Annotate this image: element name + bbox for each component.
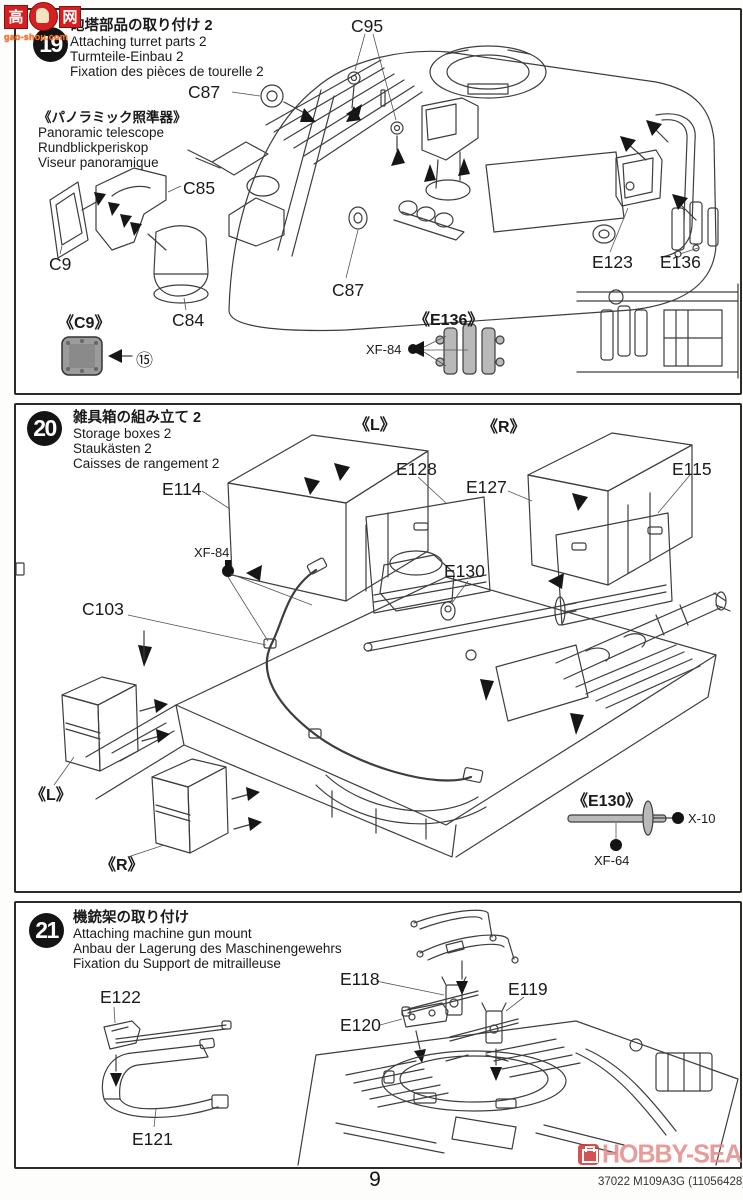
detail-label-e130: 《E130》 [572, 793, 642, 810]
hobbysearch-text: HOBBY-SEARCH [602, 1139, 743, 1169]
paint-label-xf84: XF-84 [194, 545, 230, 560]
paint-label-xf84: XF-84 [366, 342, 402, 357]
storage-box-right [508, 433, 692, 625]
caption-ja: 《パノラミック照準器》 [38, 110, 187, 125]
title-en: Storage boxes 2 [73, 426, 172, 441]
step-20-titles: 雑具箱の組み立て 2 Storage boxes 2 Staukästen 2 … [73, 410, 220, 472]
step-20-panel: 20 雑具箱の組み立て 2 Storage boxes 2 Staukästen… [14, 403, 742, 893]
logo-right-char: 网 [59, 5, 81, 28]
part-label-c84: C84 [172, 310, 205, 330]
turret-drawing [188, 46, 716, 330]
part-label-e127: E127 [466, 477, 507, 497]
hull-deck-drawing [298, 1021, 738, 1165]
part-label-c103: C103 [82, 599, 124, 619]
hull-turret-drawing [86, 551, 730, 857]
label-l-top: 《L》 [354, 417, 396, 434]
title-fr: Caisses de rangement 2 [73, 456, 220, 471]
e121-part [102, 1038, 228, 1127]
caption-en: Panoramic telescope [38, 125, 165, 140]
title-ja: 雑具箱の組み立て 2 [73, 410, 202, 426]
part-label-e136: E136 [660, 252, 701, 272]
c9-c85-c84-parts [50, 168, 208, 310]
title-de: Turmteile-Einbau 2 [70, 49, 184, 64]
detail-label-e136: 《E136》 [414, 312, 484, 329]
e130-paint-detail [568, 801, 684, 851]
part-label-e118: E118 [340, 969, 380, 989]
logo-left-char: 高 [4, 4, 28, 29]
c103-cable [128, 557, 483, 782]
part-label-e120: E120 [340, 1015, 381, 1035]
product-code: 37022 M109A3G (11056428) [598, 1176, 743, 1188]
label-r-top: 《R》 [482, 419, 526, 436]
step-ref-15: ⑮ [136, 351, 153, 370]
c87-parts [232, 85, 367, 278]
step-number-badge: 20 [27, 411, 62, 446]
part-label-e130: E130 [444, 561, 485, 581]
logo-url: gao-shou.com [4, 32, 68, 42]
part-label-c85: C85 [183, 178, 216, 198]
thumb-icon [29, 2, 58, 31]
part-label-e128: E128 [396, 459, 437, 479]
step-21-titles: 機銃架の取り付け Attaching machine gun mount Anb… [73, 910, 342, 972]
part-label-c9: C9 [49, 254, 72, 274]
title-fr: Fixation du Support de mitrailleuse [73, 956, 281, 971]
panoramic-telescope-part [422, 98, 478, 200]
part-label-c95: C95 [351, 16, 384, 36]
mounted-detail-inset [577, 284, 738, 378]
e119-part [450, 997, 524, 1081]
e118-part [376, 961, 478, 1016]
title-de: Anbau der Lagerung des Maschinengewehrs [73, 941, 342, 956]
title-en: Attaching turret parts 2 [70, 34, 207, 49]
part-label-e114: E114 [162, 479, 202, 499]
step21-diagram [16, 903, 740, 1167]
ring-mount [382, 1051, 566, 1111]
c9-paint-detail [62, 337, 132, 375]
hobbysearch-box-icon [578, 1144, 599, 1165]
part-label-c87-top: C87 [188, 82, 221, 102]
part-label-e119: E119 [508, 979, 548, 999]
caption-de: Rundblickperiskop [38, 140, 149, 155]
e122-part [104, 1007, 231, 1087]
title-de: Staukästen 2 [73, 441, 152, 456]
part-label-c87-bottom: C87 [332, 280, 365, 300]
c95-screws [346, 34, 405, 166]
step20-diagram [16, 405, 740, 891]
part-label-e122: E122 [100, 987, 141, 1007]
step-19-titles: 砲塔部品の取り付け 2 Attaching turret parts 2 Tur… [70, 18, 264, 80]
step19-diagram [16, 10, 740, 393]
caption-fr: Viseur panoramique [38, 155, 159, 170]
step-number-badge: 19 [33, 27, 68, 62]
label-l-bottom: 《L》 [30, 787, 72, 804]
step-number-badge: 21 [29, 913, 64, 948]
box-r-part [128, 759, 262, 857]
detail-label-c9: 《C9》 [58, 315, 111, 332]
telescope-caption: 《パノラミック照準器》 Panoramic telescope Rundblic… [38, 110, 187, 170]
xf84-paint-marker [222, 560, 312, 641]
part-label-e115: E115 [672, 459, 712, 479]
e130-part [441, 581, 468, 620]
step-21-panel: 21 機銃架の取り付け Attaching machine gun mount … [14, 901, 742, 1169]
hobbysearch-watermark: HOBBY-SEARCH [578, 1139, 743, 1169]
title-ja: 機銃架の取り付け [73, 910, 189, 926]
title-en: Attaching machine gun mount [73, 926, 252, 941]
paint-label-x10: X-10 [688, 811, 716, 826]
e120-part [380, 1003, 448, 1063]
box-l-part [54, 677, 170, 785]
title-fr: Fixation des pièces de tourelle 2 [70, 64, 264, 79]
paint-label-xf64: XF-64 [594, 853, 630, 868]
title-ja: 砲塔部品の取り付け 2 [70, 18, 213, 34]
part-label-e123: E123 [592, 252, 633, 272]
gaoshou-watermark: 高 网 gao-shou.com [4, 2, 81, 42]
step-19-panel: 19 砲塔部品の取り付け 2 Attaching turret parts 2 … [14, 8, 742, 395]
e136-paint-detail [408, 324, 504, 374]
part-label-e121: E121 [132, 1129, 173, 1149]
gun-rails [411, 910, 518, 963]
label-r-bottom: 《R》 [100, 857, 144, 874]
page-number: 9 [369, 1168, 381, 1191]
e123-e136-parts [610, 120, 718, 257]
